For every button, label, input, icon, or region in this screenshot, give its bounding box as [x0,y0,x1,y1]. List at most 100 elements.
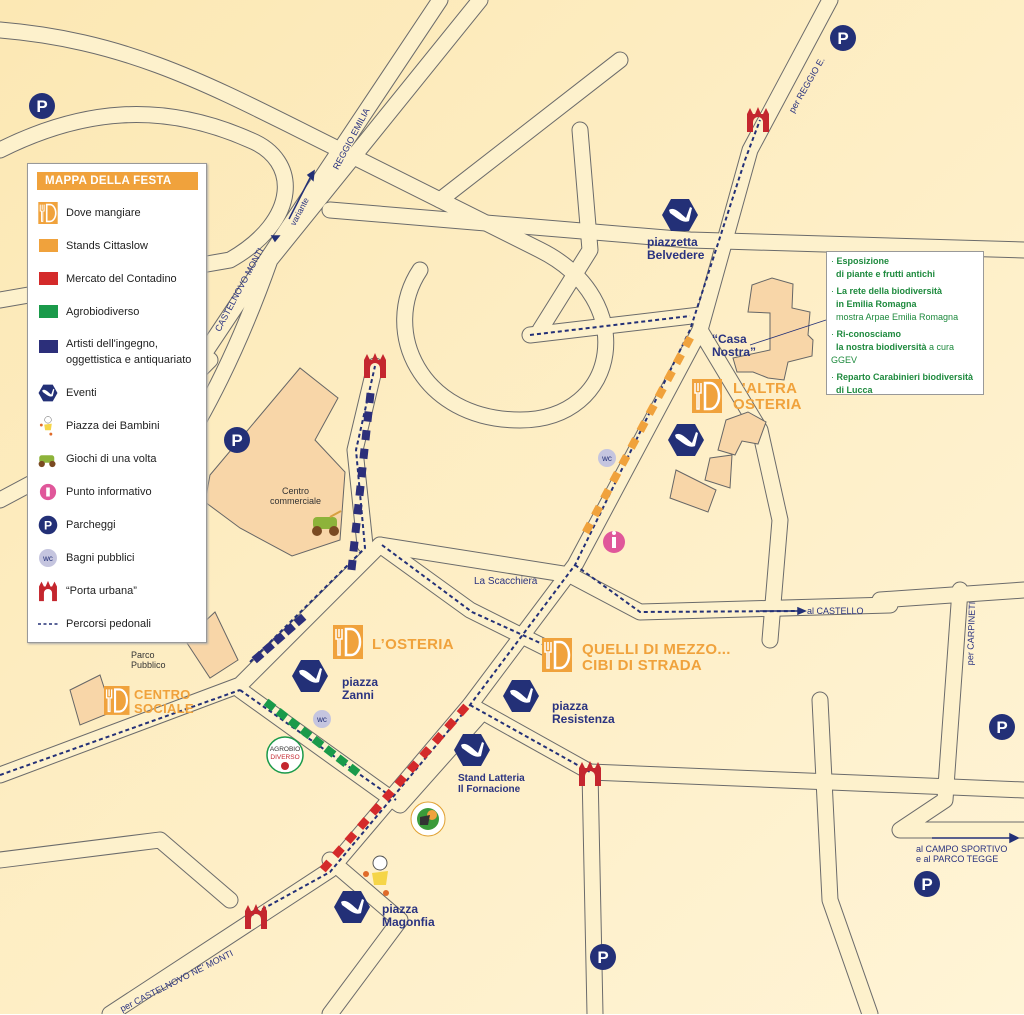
mercato-stand [406,760,420,774]
agro-stand [299,726,313,740]
mercato-stand [381,788,395,802]
parking-icon[interactable] [224,427,250,453]
parking-icon[interactable] [590,944,616,970]
mercato-stand [394,774,408,788]
cittaslow-stand [627,437,640,450]
legend-item-parcheggi: Parcheggi [28,508,206,541]
artisti-stand [365,392,375,404]
road [582,764,603,1014]
mercato-stand [369,802,383,816]
fork-knife-plate-icon [38,201,58,224]
casa-nostra-building [732,277,814,381]
parking-icon[interactable] [914,871,940,897]
agrobiodiverso-logo: AGROBIO DIVERSO [266,736,304,774]
pedestrian-routes [0,119,801,917]
svg-text:AGROBIO: AGROBIO [270,746,300,753]
road [0,107,293,308]
legend-item-agrobiodiverso: Agrobiodiverso [28,295,206,328]
casa-nostra-pointer [749,319,827,346]
road [892,582,1024,838]
legend-item-artisti: Artisti dell'ingegno,oggettistica e anti… [28,328,206,376]
artisti-stand [351,522,361,534]
agro-stand [275,708,289,721]
info-item: · La rete della biodiversità in Emilia R… [831,286,959,322]
artisti-stand [363,411,373,422]
road [872,582,1024,608]
artisti-stand [272,632,286,645]
artisti-stand [347,559,357,571]
legend-item-giochi: Giochi di una volta [28,442,206,475]
legend-label: Eventi [66,386,97,399]
legend-label: Giochi di una volta [66,452,157,465]
fork-knife-plate-icon [102,684,131,716]
agro-stand [323,745,337,758]
map-legend: MAPPA DELLA FESTA Dove mangiare Stands C… [27,163,207,643]
legend-item-bagni: Bagni pubblici [28,541,206,574]
road [192,0,448,368]
pedestrian-path [0,689,241,776]
direction-arrows [270,169,1020,844]
road [0,832,238,908]
artisti-stand [293,613,307,627]
child-icon [38,415,58,436]
road [322,202,1024,258]
artisti-stand [359,448,369,460]
legend-item-piazza-bambini: Piazza dei Bambini [28,409,206,442]
legend-label: Piazza dei Bambini [66,419,160,432]
legend-label: Punto informativo [66,485,152,498]
fork-knife-plate-icon [331,623,365,661]
agro-stand [263,698,277,712]
parking-icon[interactable] [830,25,856,51]
agro-stand [311,735,325,749]
mercato-contadino-logo [410,801,446,837]
fork-knife-plate-icon [690,377,724,415]
centro-commerciale-building [204,367,346,557]
cittaslow-stand [600,487,613,501]
artisti-stand [353,503,363,515]
cittaslow-stand [582,521,594,535]
orange-square-icon [38,239,58,252]
wc-icon[interactable] [598,449,616,467]
saxophone-hexagon-icon [38,383,58,403]
road [692,322,788,648]
parking-icon[interactable] [29,93,55,119]
pedestrian-path [469,704,591,773]
parking-icon[interactable] [989,714,1015,740]
red-square-icon [38,272,58,285]
agro-stand [287,717,301,730]
info-item: · Reparto Carabinieri biodiversità di Lu… [831,372,974,395]
artisti-stand [262,641,275,655]
pedestrian-path [239,689,397,801]
agro-stand [347,763,361,777]
artisti-stand [349,541,359,552]
legend-label: Artisti dell'ingegno,oggettistica e anti… [66,338,192,366]
info-item: · Ri-conosciamo la nostra biodiversità a… [831,329,955,365]
road [432,52,628,208]
mercato-stand [444,717,457,731]
pedestrian-path [249,365,376,663]
info-icon[interactable] [603,531,625,553]
cittaslow-stand [663,369,676,383]
legend-label: Stands Cittaslow [66,239,148,252]
legend-item-eventi: Eventi [28,376,206,409]
pedestrian-path [529,315,691,336]
legend-item-mercato: Mercato del Contadino [28,262,206,295]
legend-label: Agrobiodiverso [66,305,140,318]
buildings [69,277,814,726]
osteria-label: L’OSTERIA [372,636,454,653]
road-label-per-carpineti: per CARPINETI [964,601,978,666]
mercato-stand [431,731,445,745]
cittaslow-stand [654,386,667,400]
legend-item-info: Punto informativo [28,475,206,508]
legend-item-stands-cittaslow: Stands Cittaslow [28,229,206,262]
toy-car-icon [38,449,58,469]
wc-icon[interactable] [313,710,331,728]
road [532,122,598,338]
legend-label: Dove mangiare [66,206,141,219]
